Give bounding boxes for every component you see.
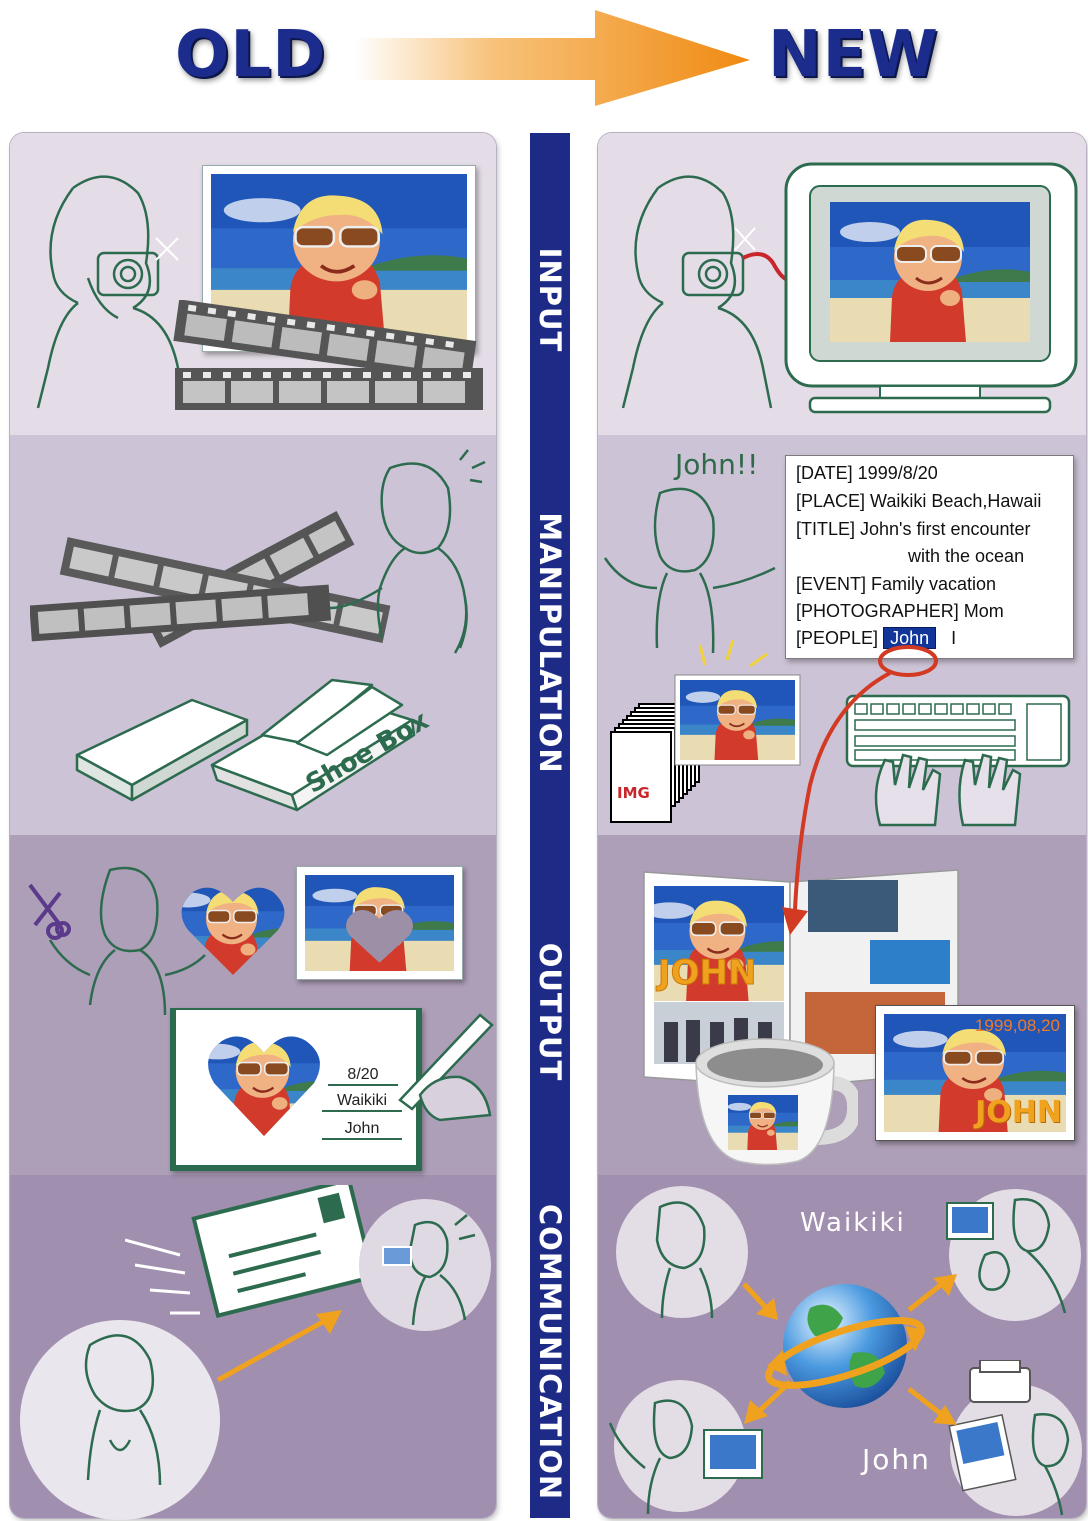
stage-label-communication: COMMUNICATION <box>533 1203 567 1501</box>
new-printed-mug <box>695 1038 858 1166</box>
new-arrow-out-bottom-right <box>907 1387 957 1425</box>
people-tag-john[interactable]: John <box>883 627 937 649</box>
new-photographer-figure <box>621 175 788 409</box>
new-exclamation: John!! <box>675 448 759 481</box>
old-calendar-card: 8/20 Waikiki John <box>170 1008 422 1171</box>
old-shoe-box: Shoe Box <box>75 678 432 812</box>
old-to-new-arrow <box>355 10 750 106</box>
new-print-card: 1999,08,20 JOHN <box>875 1005 1075 1141</box>
new-heading: NEW <box>768 18 939 92</box>
old-scattered-film <box>30 510 391 648</box>
calendar-date: 8/20 <box>328 1066 398 1086</box>
album-caption: JOHN <box>656 953 756 993</box>
meta-event: [EVENT] Family vacation <box>796 574 997 594</box>
old-writing-hand <box>398 1013 494 1122</box>
new-arrow-out-top <box>907 1274 957 1312</box>
text-cursor-icon: I <box>951 628 957 648</box>
old-film-strips <box>173 300 483 410</box>
old-recipient-circle <box>359 1199 491 1331</box>
stage-label-output: OUTPUT <box>533 942 567 1082</box>
meta-title: [TITLE] John's first encounter <box>796 519 1031 539</box>
new-keyboard-hands <box>845 694 1071 827</box>
old-heart-cutout <box>181 887 285 975</box>
print-caption: JOHN <box>975 1095 1062 1130</box>
meta-photographer: [PHOTOGRAPHER] Mom <box>796 601 1004 621</box>
old-send-arrow <box>216 1310 342 1383</box>
new-excited-figure <box>603 487 776 654</box>
new-computer-monitor <box>784 162 1078 414</box>
metadata-panel[interactable]: [DATE] 1999/8/20 [PLACE] Waikiki Beach,H… <box>785 455 1074 659</box>
stage-label-input: INPUT <box>533 247 567 353</box>
meta-date: [DATE] 1999/8/20 <box>796 463 938 483</box>
meta-place: [PLACE] Waikiki Beach,Hawaii <box>796 491 1042 511</box>
calendar-place: Waikiki <box>322 1092 402 1112</box>
meta-people-label: [PEOPLE] <box>796 628 879 648</box>
new-person-circle-left <box>616 1186 748 1319</box>
old-photo-with-hole <box>296 866 463 980</box>
old-sender-circle <box>20 1320 220 1520</box>
calendar-name: John <box>322 1120 402 1140</box>
new-printer-circle <box>948 1360 1082 1516</box>
new-person-circle-bottom-left <box>608 1380 763 1515</box>
comm-place-label: Waikiki <box>800 1208 906 1238</box>
old-frustrated-figure <box>329 449 486 654</box>
old-heading: OLD <box>175 18 327 92</box>
old-photographer-figure <box>36 175 188 409</box>
new-image-files: IMG <box>610 639 801 823</box>
comm-name-label: John <box>862 1443 931 1476</box>
people-tag-link <box>782 645 938 935</box>
new-network-globe <box>765 1284 925 1408</box>
new-arrow-out-bottom-left <box>744 1380 792 1424</box>
new-arrow-in <box>742 1282 778 1320</box>
old-scissors-figure <box>28 866 206 1016</box>
meta-people: [PEOPLE] John I <box>796 627 957 649</box>
new-family-circle <box>946 1189 1081 1321</box>
meta-title-cont: with the ocean <box>908 546 1025 566</box>
stage-bar <box>530 133 570 1518</box>
old-postcard <box>125 1185 375 1319</box>
print-date-stamp: 1999,08,20 <box>974 1016 1060 1035</box>
img-file-label: IMG <box>617 784 650 802</box>
stage-label-manipulation: MANIPULATION <box>533 512 567 774</box>
